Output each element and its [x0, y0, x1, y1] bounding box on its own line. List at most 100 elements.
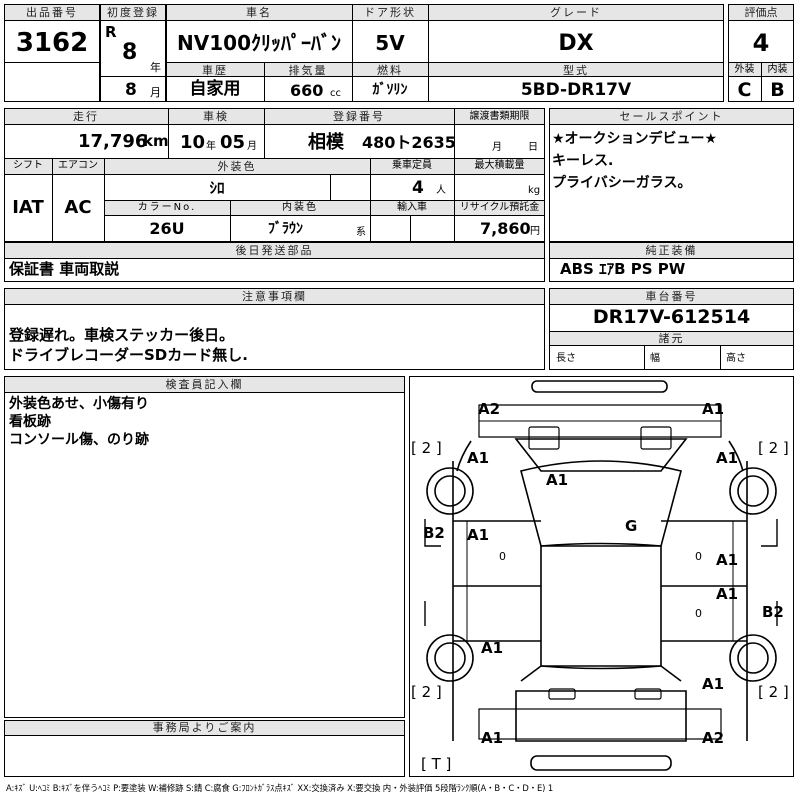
mark-zero-lower: 0 [695, 607, 702, 620]
capacity-unit: 人 [436, 185, 446, 196]
lot-number: 3162 [15, 28, 89, 58]
mark-right-rear: A1 [702, 675, 725, 693]
chassis-box [549, 288, 794, 370]
inspector-line-1: 外装色あせ、小傷有り [9, 396, 149, 412]
sales-points-box [549, 108, 794, 242]
first-reg-label: 初度登録 [107, 6, 159, 19]
fuel: ｶﾞｿﾘﾝ [372, 82, 408, 98]
mark-front-right: A1 [702, 400, 725, 418]
sales-point-2: キーレス. [552, 153, 614, 169]
notes-label: 注意事項欄 [242, 290, 307, 303]
spec-label: 諸元 [658, 332, 685, 345]
later-parts-label: 後日発送部品 [235, 244, 314, 257]
model-label: 型式 [563, 64, 589, 77]
interior-grade: B [770, 79, 785, 101]
fuel-label: 燃料 [377, 64, 403, 77]
inspector-label: 検査員記入欄 [165, 378, 244, 391]
plate-region: 相模 [308, 132, 344, 153]
interior-label: 内装 [767, 64, 788, 75]
mark-left-fender: B2 [423, 524, 445, 542]
note-line-2: ドライブレコーダーSDカード無し. [9, 346, 248, 364]
transfer-month-unit: 月 [492, 142, 502, 153]
mileage: 17,796 [78, 131, 148, 152]
import-label: 輸入車 [397, 202, 427, 213]
recycle-label: リサイクル預託金 [459, 202, 540, 213]
notes-box [4, 288, 545, 370]
grade: DX [558, 31, 594, 56]
later-parts: 保証書 車両取説 [9, 260, 120, 278]
chassis-label: 車台番号 [645, 290, 698, 303]
mark-zero-right: 0 [695, 550, 702, 563]
inspection-year-unit: 年 [206, 141, 216, 152]
era: R [105, 23, 117, 41]
mark-roof: A1 [546, 471, 569, 489]
legend-text: A:ｷｽﾞ U:ﾍｺﾐ B:ｷｽﾞを伴うﾍｺﾐ P:要塗装 W:補修跡 S:錆 … [6, 783, 554, 793]
tire-spare: [ T ] [421, 755, 452, 773]
score: 4 [752, 29, 770, 57]
later-parts-box [4, 242, 545, 282]
color-no-label: カラーNo. [137, 202, 197, 213]
exterior-label: 外装 [734, 64, 755, 75]
sales-point-1: ★オークションデビュー★ [552, 131, 718, 147]
door-type: 5V [375, 31, 405, 55]
score-label: 評価点 [744, 6, 778, 19]
reg-month: 8 [125, 80, 137, 100]
mark-left-door: A1 [467, 526, 490, 544]
office-box [4, 720, 405, 777]
grade-label: グレード [550, 6, 602, 19]
tire-front-left: [ 2 ] [411, 439, 442, 457]
model: 5BD-DR17V [520, 80, 632, 100]
inspection-label: 車検 [203, 110, 229, 123]
shift: IAT [12, 197, 44, 218]
displacement-label: 排気量 [288, 64, 328, 77]
mark-left-rear: A1 [481, 639, 504, 657]
car-info-cell [166, 4, 724, 102]
length-label: 長さ [556, 353, 576, 364]
equipment: ABS ｴｱB PS PW [560, 260, 686, 278]
shift-label: シフト [13, 160, 43, 171]
transfer-day-unit: 日 [528, 142, 538, 153]
mark-front-left: A2 [478, 400, 501, 418]
equipment-label: 純正装備 [645, 244, 698, 257]
chassis-number: DR17V-612514 [592, 306, 751, 328]
first-registration-cell [100, 4, 166, 102]
ac: AC [64, 197, 92, 218]
mark-rear-right: A2 [702, 729, 725, 747]
recycle-unit: 円 [530, 226, 540, 237]
lot-number-label: 出品番号 [26, 6, 78, 19]
int-color: ﾌﾞﾗｳﾝ [268, 221, 303, 237]
tire-front-right: [ 2 ] [758, 439, 789, 457]
tire-rear-left: [ 2 ] [411, 683, 442, 701]
displacement: 660 [290, 81, 324, 100]
transfer-label: 譲渡書類期限 [469, 111, 530, 122]
inspector-line-3: コンソール傷、のり跡 [9, 432, 149, 448]
plate-label: 登録番号 [333, 110, 385, 123]
mileage-label: 走行 [73, 110, 99, 123]
ext-color-label: 外装色 [217, 160, 257, 173]
reg-year: 8 [122, 40, 138, 65]
car-name: NV100ｸﾘｯﾊﾟｰﾊﾞﾝ [177, 31, 341, 55]
int-color-label: 内装色 [282, 202, 318, 213]
tire-rear-right: [ 2 ] [758, 683, 789, 701]
mark-hood-right: A1 [716, 449, 739, 467]
lot-number-cell [4, 4, 100, 102]
car-outline-diagram [424, 380, 778, 771]
mark-rear-left: A1 [481, 729, 504, 747]
mark-zero-left: 0 [499, 550, 506, 563]
history: 自家用 [189, 79, 241, 99]
mark-glass: G [625, 517, 638, 535]
height-label: 高さ [726, 353, 746, 364]
note-line-1: 登録遅れ。車検ステッカー後日。 [9, 326, 235, 344]
mark-right-door-rear: A1 [716, 585, 739, 603]
mark-right-door-front: A1 [716, 551, 739, 569]
inspection-month: 05 [220, 132, 246, 153]
recycle: 7,860 [480, 219, 531, 238]
width-label: 幅 [650, 353, 660, 364]
sales-point-3: プライバシーガラス。 [552, 175, 692, 191]
max-load-label: 最大積載量 [474, 160, 525, 171]
max-load-unit: kg [528, 185, 541, 196]
inspector-box [4, 376, 405, 718]
mark-hood-left: A1 [467, 449, 490, 467]
inspection-year: 10 [180, 132, 206, 153]
office-label: 事務局よりご案内 [152, 721, 257, 734]
